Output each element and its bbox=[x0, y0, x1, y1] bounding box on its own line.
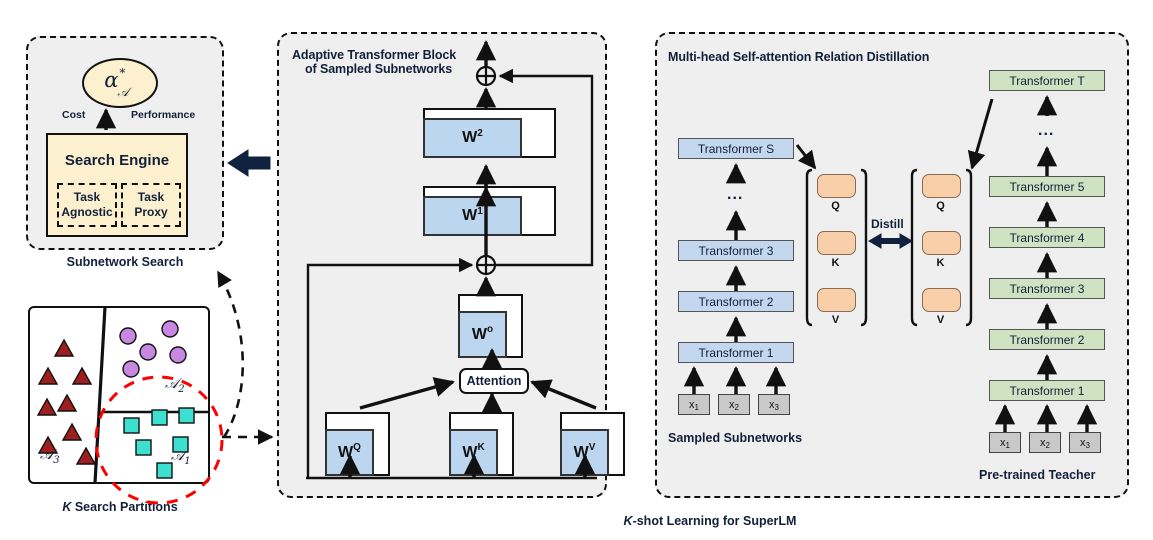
distillation-title: Multi-head Self-attention Relation Disti… bbox=[668, 50, 930, 64]
adaptive-block-title-line2: of Sampled Subnetworks bbox=[305, 62, 453, 76]
task-proxy-line2: Proxy bbox=[134, 205, 168, 219]
partitions-caption: K Search Partitions bbox=[20, 500, 220, 514]
student-k-label: K bbox=[831, 257, 840, 269]
figure-caption-rest: -shot Learning for SuperLM bbox=[632, 514, 797, 528]
student-k-block bbox=[817, 231, 856, 255]
task-proxy-module: Task Proxy bbox=[121, 183, 181, 227]
student-layer-transformer-2: Transformer 2 bbox=[678, 291, 794, 312]
results-to-search-arrow bbox=[227, 149, 271, 177]
optimal-architecture-symbol: α*𝒜 bbox=[104, 65, 129, 100]
teacher-layer-transformer-3: Transformer 3 bbox=[989, 278, 1105, 299]
teacher-v-label: V bbox=[936, 314, 945, 326]
partitions-caption-k: K bbox=[62, 500, 72, 514]
partition-label-a3: 𝒜3 bbox=[40, 447, 60, 466]
teacher-v-block bbox=[922, 288, 961, 312]
figure-caption-k: K bbox=[623, 514, 633, 528]
teacher-k-label: K bbox=[936, 257, 945, 269]
teacher-ellipsis: ... bbox=[1038, 122, 1055, 139]
student-layer-transformer-3: Transformer 3 bbox=[678, 240, 794, 261]
student-ellipsis: ... bbox=[727, 186, 744, 203]
partition-label-a1: 𝒜1 bbox=[171, 448, 191, 467]
student-q-label: Q bbox=[831, 200, 840, 212]
partition-to-search-dashed-arrow bbox=[216, 270, 245, 438]
teacher-k-block bbox=[922, 231, 961, 255]
partitions-caption-rest: Search Partitions bbox=[71, 500, 178, 514]
attention-block: Attention bbox=[459, 368, 529, 394]
distill-label: Distill bbox=[871, 217, 904, 231]
cost-label: Cost bbox=[62, 109, 86, 121]
search-engine-label: Search Engine bbox=[64, 152, 170, 169]
performance-label: Performance bbox=[131, 109, 196, 121]
teacher-caption: Pre-trained Teacher bbox=[979, 468, 1096, 482]
task-agnostic-line2: Agnostic bbox=[61, 205, 113, 219]
teacher-layer-transformer-2: Transformer 2 bbox=[989, 329, 1105, 350]
student-layer-transformer-s: Transformer S bbox=[678, 138, 794, 159]
teacher-q-label: Q bbox=[936, 200, 945, 212]
teacher-layer-transformer-4: Transformer 4 bbox=[989, 227, 1105, 248]
teacher-layer-transformer-1: Transformer 1 bbox=[989, 380, 1105, 401]
teacher-layer-transformer-5: Transformer 5 bbox=[989, 176, 1105, 197]
teacher-q-block bbox=[922, 174, 961, 198]
task-proxy-line1: Task bbox=[137, 190, 165, 204]
distillation-panel bbox=[655, 32, 1129, 498]
figure-caption: K-shot Learning for SuperLM bbox=[560, 514, 860, 528]
adaptive-block-title: Adaptive Transformer Block of Sampled Su… bbox=[292, 48, 492, 76]
search-engine-box: Search Engine Task Agnostic Task Proxy bbox=[46, 133, 188, 237]
adaptive-block-title-line1: Adaptive Transformer Block bbox=[292, 48, 457, 62]
task-agnostic-line1: Task bbox=[73, 190, 101, 204]
partition-label-a2: 𝒜2 bbox=[165, 376, 185, 395]
attention-label: Attention bbox=[466, 374, 522, 388]
student-layer-transformer-1: Transformer 1 bbox=[678, 342, 794, 363]
student-v-label: V bbox=[831, 314, 840, 326]
student-q-block bbox=[817, 174, 856, 198]
student-v-block bbox=[817, 288, 856, 312]
subnetwork-search-caption: Subnetwork Search bbox=[66, 255, 184, 269]
task-agnostic-module: Task Agnostic bbox=[57, 183, 117, 227]
student-caption: Sampled Subnetworks bbox=[668, 431, 803, 445]
optimal-architecture-ellipse: α*𝒜 bbox=[82, 58, 158, 108]
teacher-layer-transformer-t: Transformer T bbox=[989, 70, 1105, 91]
